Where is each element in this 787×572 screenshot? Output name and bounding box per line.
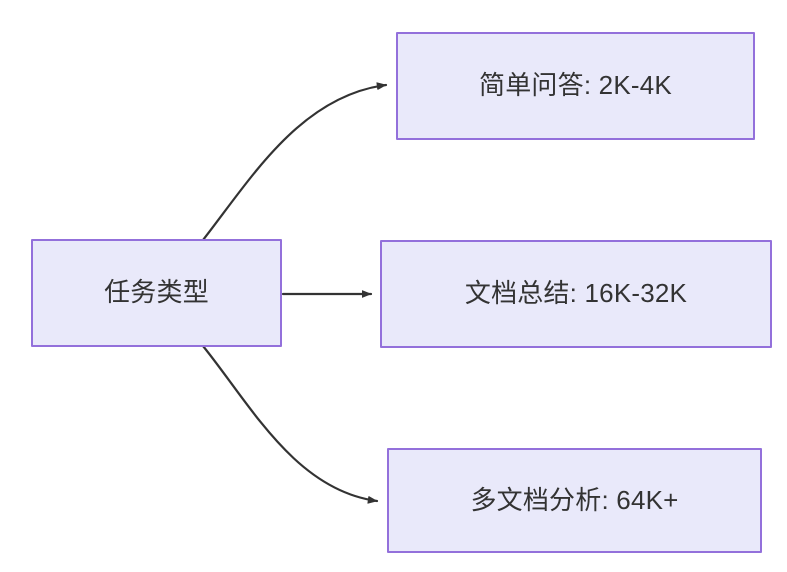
node-simple-qa[interactable]: 简单问答: 2K-4K (396, 32, 755, 140)
edge-source-to-multidoc (201, 344, 379, 504)
node-label: 文档总结: 16K-32K (464, 278, 688, 309)
node-document-summary[interactable]: 文档总结: 16K-32K (380, 240, 772, 348)
node-label: 任务类型 (104, 277, 209, 308)
node-label: 多文档分析: 64K+ (470, 484, 679, 515)
edge-source-to-simple (201, 82, 388, 242)
node-label: 简单问答: 2K-4K (479, 70, 672, 101)
node-multi-document-analysis[interactable]: 多文档分析: 64K+ (387, 448, 762, 553)
node-task-type[interactable]: 任务类型 (31, 239, 282, 347)
